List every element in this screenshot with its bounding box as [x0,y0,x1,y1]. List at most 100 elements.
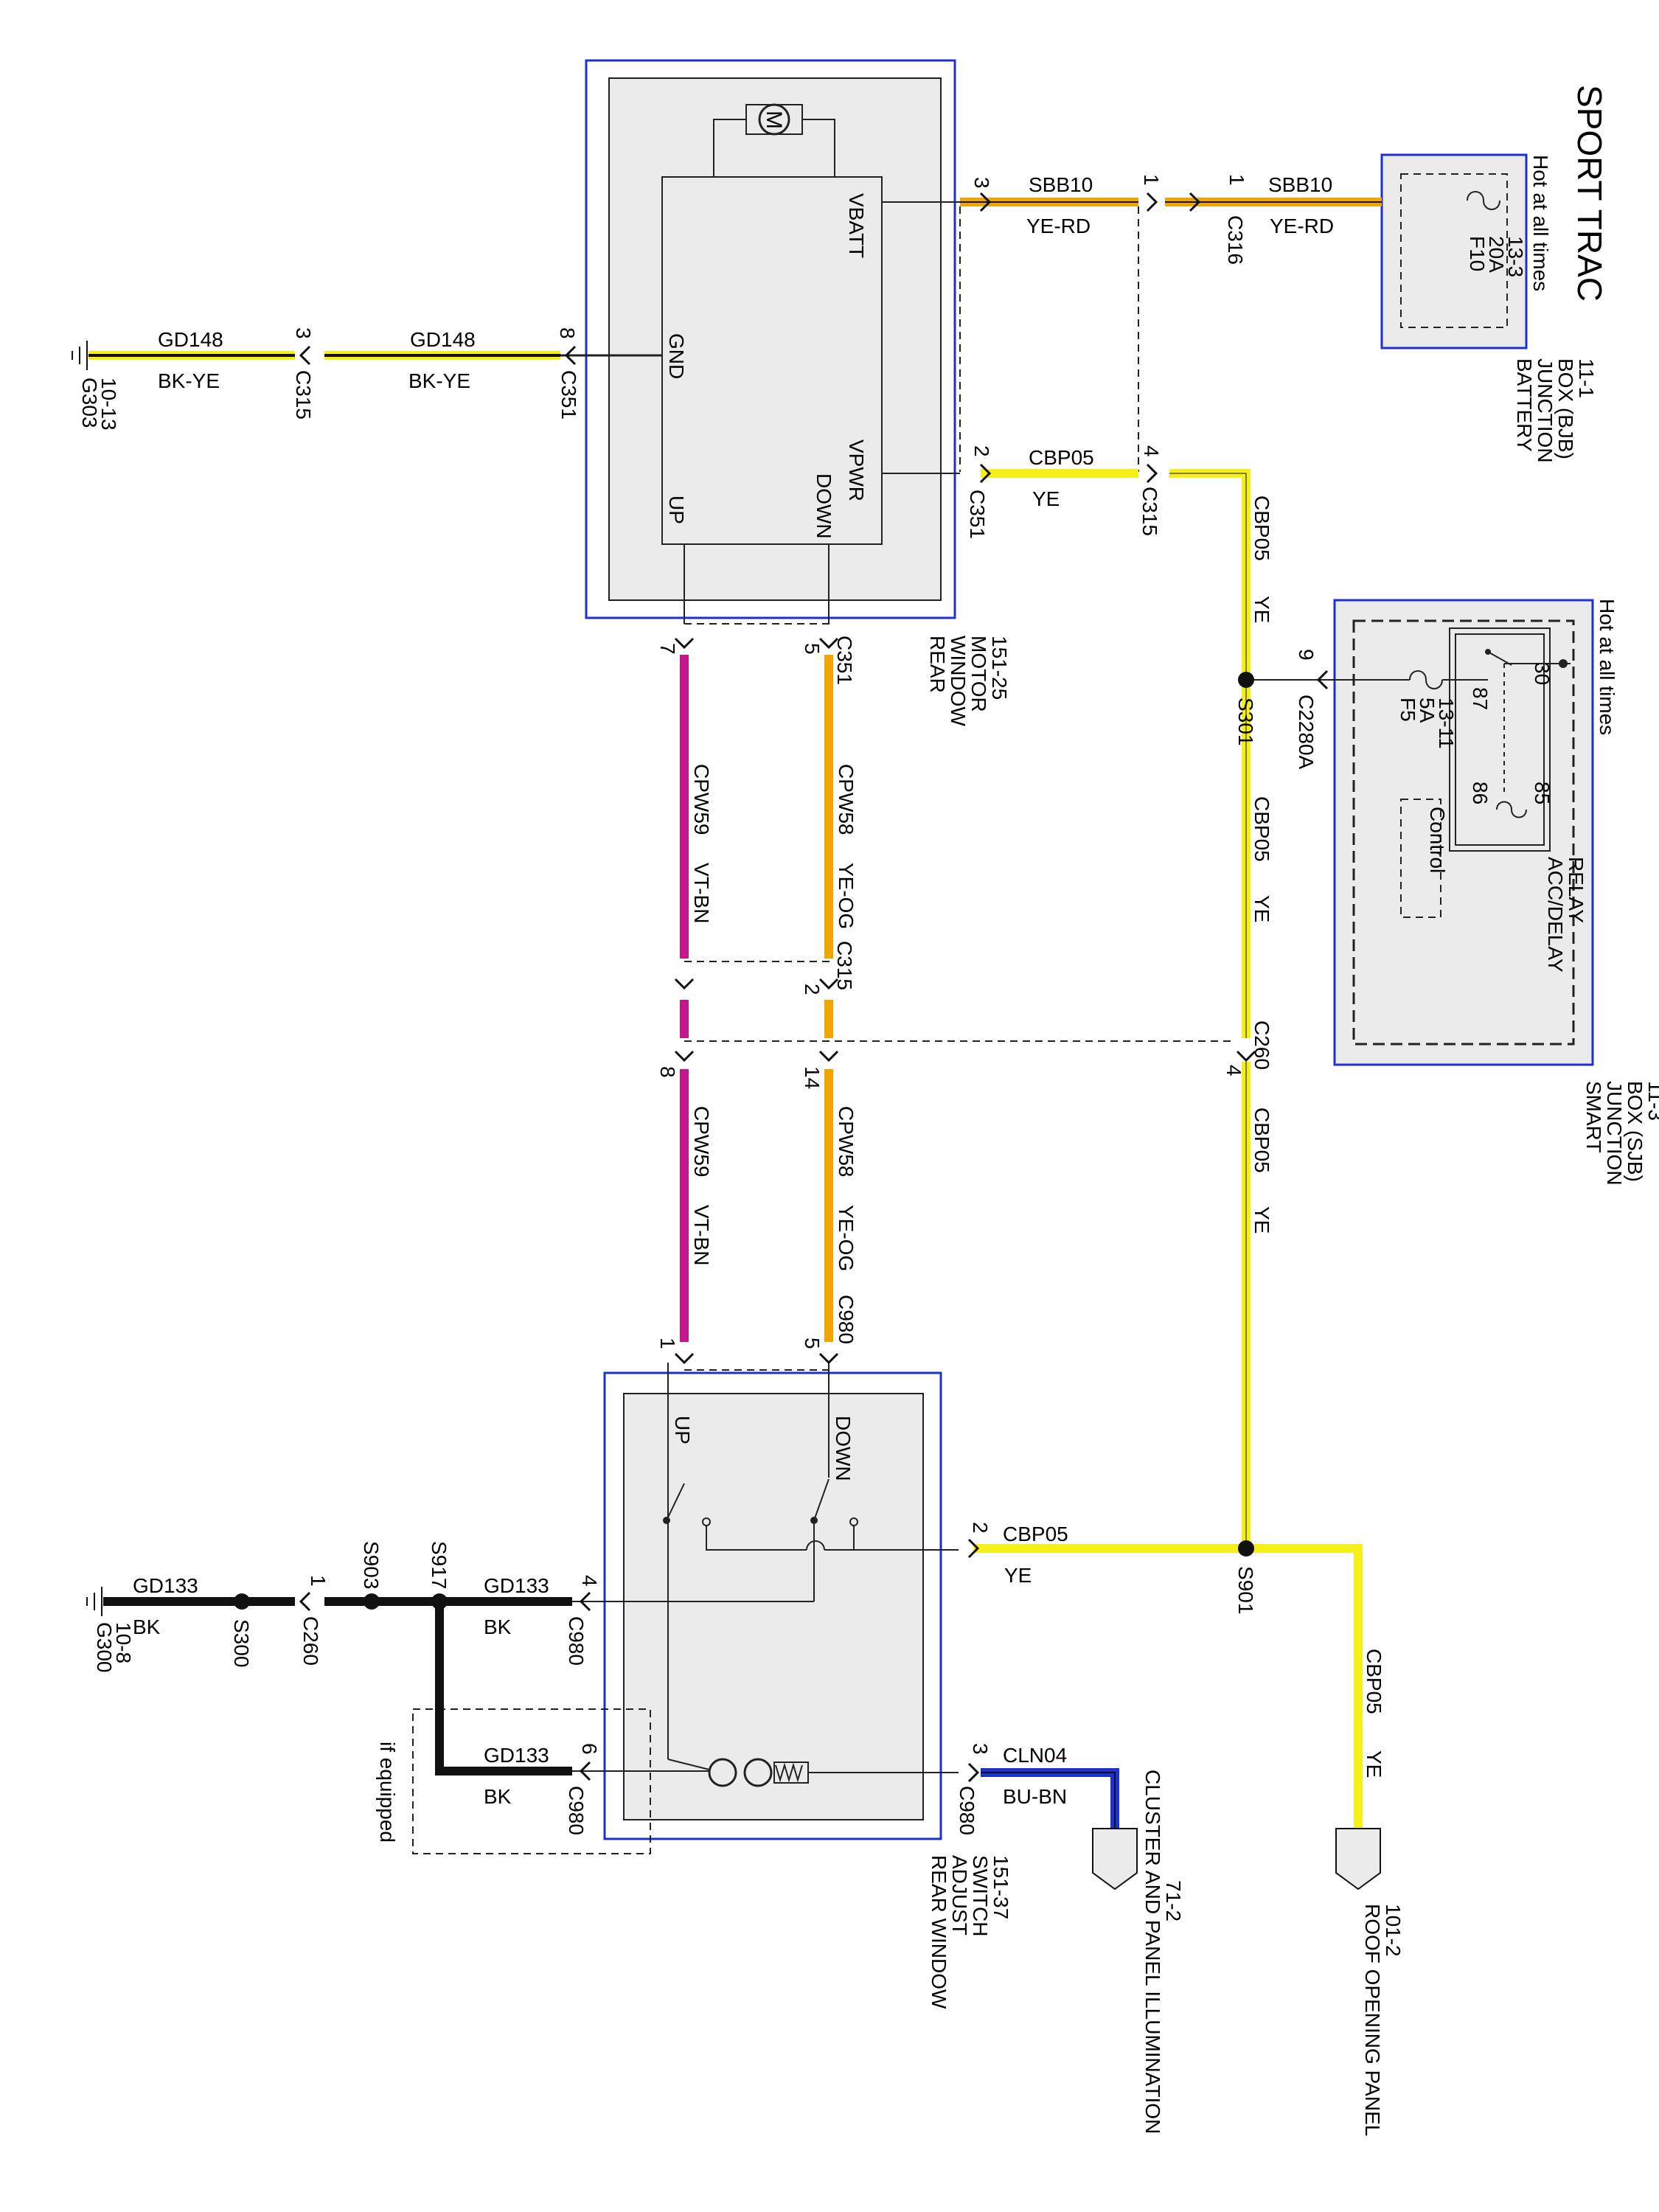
relay-pin-30: 30 [1531,662,1554,685]
wire-label: GD133 [484,1574,549,1597]
wire-label: YE-OG [835,863,858,929]
wire-label: VT-BN [690,863,713,923]
pin-number: 7 [656,643,679,655]
wire-label: BK [133,1615,161,1638]
pin-number: 3 [969,1743,992,1755]
motor-symbol: M [762,111,786,129]
pin-number: 4 [578,1575,601,1587]
wire-label: YE [1032,487,1060,510]
connector-label: C980 [956,1786,978,1835]
sjb-hot-label: Hot at all times [1596,599,1618,735]
wire-label: YE [1363,1750,1385,1778]
wire-label: VT-BN [690,1205,713,1265]
if-equipped-region: if equipped [376,1708,651,1854]
pin-number: 2 [970,445,993,457]
wire-label: GD148 [410,328,476,351]
wire-label: GD133 [484,1744,549,1767]
pin-number: 8 [556,327,579,339]
bjb-label: BATTERY JUNCTION BOX (BJB) 11-1 [1513,358,1598,468]
relay-pin-85: 85 [1531,782,1554,804]
motor-label: REAR WINDOW MOTOR 151-25 [926,636,1011,732]
rear-window-motor: M VBATT GND VPWR DOWN UP REAR WINDOW MOT… [585,59,1011,732]
splice-s300 [234,1593,250,1610]
switch-contact-down [810,1517,818,1524]
cluster-label: CLUSTER AND PANEL ILLUMINATION 71-2 [1141,1770,1185,2140]
sjb-fuse-icon [1409,670,1443,689]
pin-number: 6 [578,1743,601,1755]
connector-label: C315 [833,941,856,990]
sjb-label: SMART JUNCTION BOX (SJB) 11-3 [1582,1081,1659,1191]
pin-number: 4 [1222,1065,1245,1077]
pin-number: 14 [801,1066,824,1089]
cluster-tag [1092,1828,1138,1891]
wire-label: SBB10 [1268,173,1332,196]
pin-number: 1 [1140,174,1163,186]
ground-label: G300 10-8 [93,1622,135,1678]
wire-label: YE [1251,895,1273,922]
relay-pin-86: 86 [1469,782,1492,804]
relay-label: ACC/DELAY RELAY [1544,857,1587,978]
connector-label: C260 [1251,1020,1273,1070]
splice-label: S901 [1234,1566,1257,1614]
wire-label: SBB10 [1029,173,1093,196]
ground-label: G303 10-13 [78,378,120,434]
wire-label: CBP05 [1251,495,1273,561]
splice-label: S301 [1234,698,1257,745]
wire-cbp05 [882,469,1410,1829]
connector-label: C260 [299,1616,322,1666]
wire-cln04 [808,1768,1119,1829]
splice-s301 [1238,672,1254,688]
switch-pin-down: DOWN [832,1416,855,1481]
relay-control-label: Control [1426,807,1449,873]
roof-panel-tag [1335,1828,1381,1891]
bjb-hot-label: Hot at all times [1529,155,1552,291]
pin-down: DOWN [813,473,835,539]
connector-label: C980 [835,1295,858,1344]
connector-arrows [299,192,1329,1783]
switch-pin-up: UP [671,1416,694,1444]
wire-label: BK-YE [408,369,470,392]
splice-label: S903 [360,1541,383,1589]
pin-number: 1 [1225,174,1248,186]
fuse-icon [1467,191,1500,210]
wire-label: CBP05 [1029,446,1094,469]
pin-gnd: GND [665,333,688,379]
wire-label: BK-YE [158,369,220,392]
wire-label: GD133 [133,1574,198,1597]
pin-number: 4 [1140,445,1163,457]
connector-label: C351 [833,636,856,685]
pin-vbatt: VBATT [845,193,868,258]
wire-label: YE [1251,596,1273,623]
splice-s903 [364,1593,380,1610]
smart-junction-box: Hot at all times 30 87 85 86 Control F5 … [1333,599,1659,1191]
pin-up: UP [665,495,688,524]
pin-number: 2 [801,984,824,995]
relay-coil-icon [1496,801,1527,818]
connector-brackets [684,206,1231,1371]
wire-label: CPW59 [690,1106,713,1177]
pin-number: 5 [801,1338,824,1349]
wire-label: CLN04 [1003,1744,1067,1767]
battery-junction-box: Hot at all times F10 20A 13-3 BATTERY JU… [1380,153,1598,468]
pin-number: 3 [970,177,993,189]
wire-label: YE [1004,1564,1032,1587]
wire-label: CPW58 [835,764,858,835]
splice-label: S300 [230,1619,253,1667]
pin-number: 3 [292,327,315,339]
switch-contact-up [663,1517,670,1524]
wire-label: GD148 [158,328,223,351]
connector-label: C980 [565,1786,588,1835]
switch-label: REAR WINDOW ADJUST SWITCH 151-37 [928,1855,1012,2014]
splice-s917 [431,1593,448,1610]
resistor-icon [775,1762,803,1783]
wire-label: CPW58 [835,1106,858,1177]
connector-label: C316 [1224,215,1247,265]
splice-s901 [1238,1540,1254,1557]
splice-points [234,672,1254,1610]
diagram-title: SPORT TRAC [1571,85,1609,302]
wire-label: CBP05 [1251,1107,1273,1173]
sjb-fuse-label: F5 5A 13-11 [1397,698,1458,749]
wire-label: YE-RD [1026,215,1091,237]
connector-label: C2280A [1295,695,1318,770]
connector-label: C980 [565,1616,588,1666]
